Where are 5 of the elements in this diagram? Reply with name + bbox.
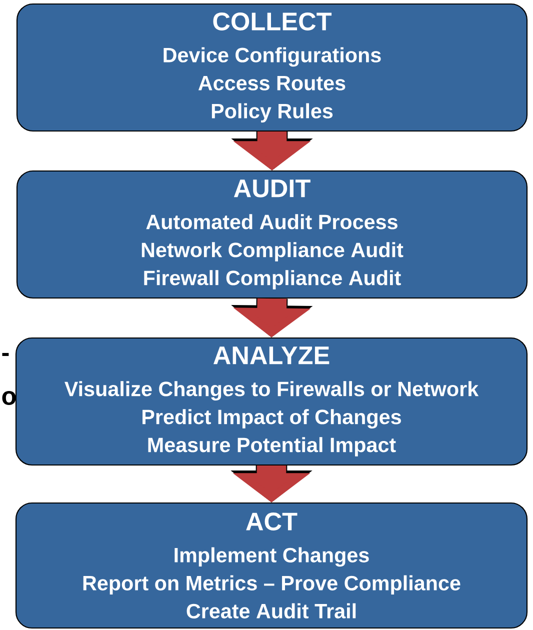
- text-fragment: -: [2, 352, 9, 356]
- process-box: COLLECT Device Configurations Access Routes Policy Rules: [16, 3, 528, 132]
- process-box: ANALYZE Visualize Changes to Firewalls or Network Predict Impact of Changes Measure Potential Impact: [15, 337, 528, 466]
- process-box: ACT Implement Changes Report on Metrics – Prove Compliance Create Audit Trail: [15, 502, 528, 629]
- process-box: AUDIT Automated Audit Process Network Compliance Audit Firewall Compliance Audit: [16, 170, 528, 299]
